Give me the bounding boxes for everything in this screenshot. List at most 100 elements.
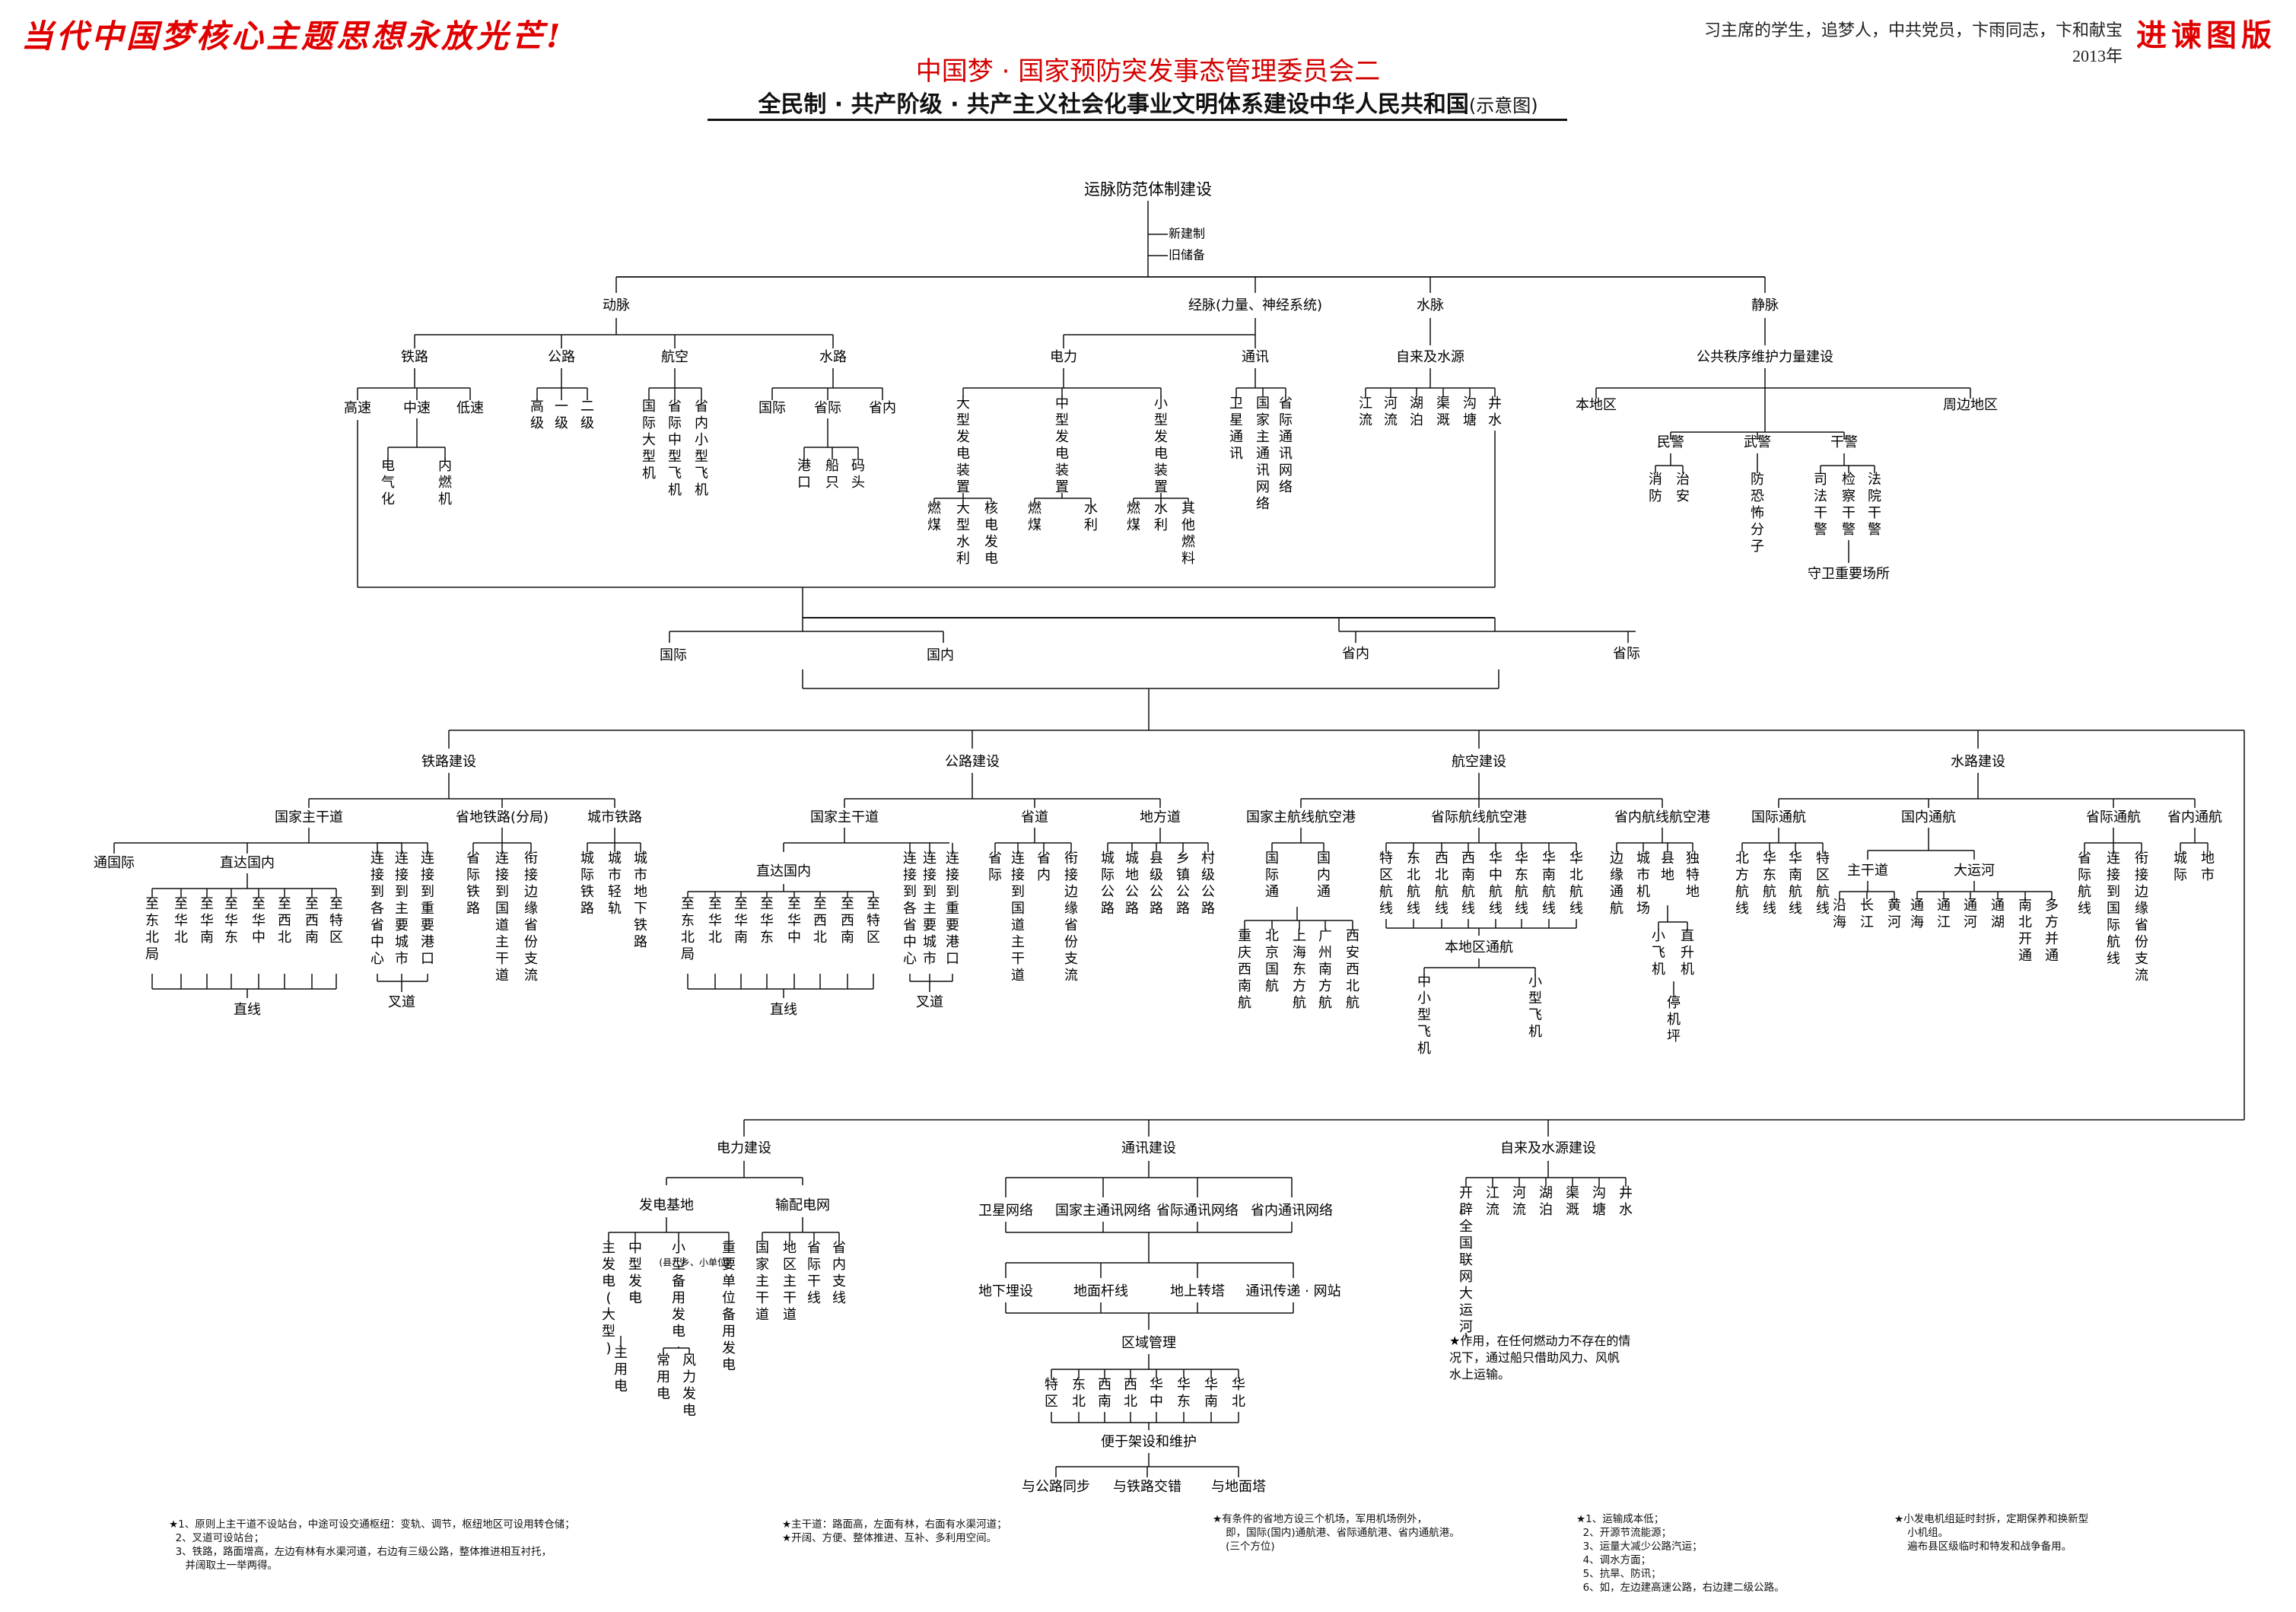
artery-node: 铁路 — [401, 349, 428, 365]
water-note: 况下，通过船只借助风力、风帆 — [1449, 1350, 1620, 1365]
police-duty: 检察干警 — [1842, 472, 1856, 538]
note-4: ★1、运输成本低； 2、开源节流能源； 3、运量大减少公路汽运； 4、调水方面；… — [1576, 1513, 1785, 1594]
road-direct: 至东北局 — [681, 896, 695, 962]
power-plant: 重要单位备用发电 — [722, 1240, 736, 1373]
power-fuel: 其他燃料 — [1181, 501, 1195, 567]
water-source: 井水 — [1488, 396, 1502, 428]
road-build-node: 国家主干道 — [810, 809, 879, 825]
water-source-node: 自来及水源 — [1396, 349, 1464, 365]
water-level: 国际 — [758, 400, 786, 416]
power-class: 大型发电装置 — [956, 396, 970, 495]
water-canal: 通海 — [1910, 898, 1924, 930]
road-direct: 至华东 — [760, 896, 774, 946]
page-title: 中国梦 · 国家预防突发事态管理委员会二 — [915, 56, 1381, 87]
power-fuel: 大型水利 — [956, 501, 970, 567]
road-direct-label: 直达国内 — [756, 863, 811, 879]
air-inner: 县地 — [1661, 851, 1674, 883]
comm-network: 国家主通讯网络 — [1055, 1203, 1151, 1219]
air-inner: 城市机场 — [1636, 851, 1650, 917]
scope-node: 国际 — [660, 647, 687, 663]
road-direct: 至西北 — [813, 896, 827, 946]
rail-trunk-node: 直达国内 — [220, 855, 275, 871]
air-plane: 小型飞机 — [1528, 974, 1542, 1040]
road-line-type: 叉道 — [916, 994, 943, 1010]
air-route: 华南航线 — [1542, 851, 1556, 917]
air-plane: 中小型飞机 — [1417, 974, 1431, 1057]
water-port: 码头 — [851, 458, 865, 491]
scope-node: 省际 — [1613, 646, 1640, 662]
comm-medium: 通讯传递 · 网站 — [1245, 1283, 1340, 1299]
power-fuel: 核电发电 — [984, 501, 998, 567]
water-build-node: 国际通航 — [1751, 809, 1806, 825]
road-local: 村级公路 — [1201, 851, 1215, 917]
region-node: 本地区 — [1576, 397, 1617, 413]
rail-power: 电气化 — [381, 458, 395, 507]
water-note: ★作用，在任何燃动力不存在的情 — [1449, 1334, 1630, 1348]
water-project: 河流 — [1512, 1185, 1526, 1218]
rail-power: 内燃机 — [438, 458, 452, 507]
rail-link: 连接到主要城市 — [395, 851, 409, 967]
comm-area: 华中 — [1150, 1377, 1163, 1410]
year-label: 2013年 — [2072, 46, 2123, 65]
rail-direct: 至西北 — [278, 896, 291, 946]
road-direct: 至华南 — [734, 896, 748, 946]
air-route: 西北航线 — [1435, 851, 1449, 917]
rail-build-node: 省地铁路(分局) — [456, 809, 549, 825]
water-note: 水上运输。 — [1449, 1367, 1510, 1381]
comm-region: 区域管理 — [1121, 1335, 1176, 1351]
region-node: 周边地区 — [1943, 397, 1998, 413]
power-use: 主用电 — [614, 1345, 628, 1394]
air-craft: 直升机 — [1681, 928, 1694, 978]
road-link: 连接到重要港口 — [946, 851, 959, 967]
level1-node: 水脉 — [1417, 297, 1444, 313]
police-type: 干警 — [1830, 434, 1858, 450]
road-direct: 至西南 — [841, 896, 854, 946]
rail-build-node: 国家主干道 — [275, 809, 343, 825]
power-build-node: 输配电网 — [775, 1197, 830, 1213]
rail-province: 省际铁路 — [466, 851, 480, 917]
comm-area: 华东 — [1177, 1377, 1191, 1410]
power-class: 中型发电装置 — [1055, 396, 1069, 495]
airline: 上海东方航 — [1293, 928, 1306, 1011]
water-source: 沟塘 — [1463, 396, 1477, 428]
artery-node: 公路 — [548, 349, 575, 365]
power-use: 常用电 — [657, 1353, 670, 1402]
water-source: 江流 — [1359, 396, 1372, 428]
water-province: 衔接边缘省份支流 — [2135, 851, 2148, 984]
air-inner: 独特地 — [1686, 851, 1700, 900]
comm-maintain: 便于架设和维护 — [1101, 1434, 1197, 1450]
title-rule — [708, 119, 1567, 121]
meridian-node: 通讯 — [1242, 349, 1269, 365]
air-route: 华东航线 — [1515, 851, 1528, 917]
air-pad: 停机坪 — [1667, 995, 1681, 1044]
road-link: 连接到主要城市 — [923, 851, 937, 967]
police-duty: 法院干警 — [1868, 472, 1881, 538]
air-class: 国际大型机 — [642, 399, 656, 482]
road-direct: 至华北 — [708, 896, 722, 946]
comm-sync: 与铁路交错 — [1113, 1479, 1181, 1495]
air-route: 华北航线 — [1569, 851, 1583, 917]
air-class: 省内小型飞机 — [695, 399, 708, 498]
comm-type: 省际通讯网络 — [1279, 396, 1293, 495]
note-3: ★有条件的省地方设三个机场，军用机场例外， 即，国际(国内)通航港、省际通航港、… — [1213, 1513, 1460, 1553]
water-project: 江流 — [1486, 1185, 1499, 1218]
public-order-node: 公共秩序维护力量建设 — [1697, 349, 1833, 365]
infra-node: 电力建设 — [717, 1140, 771, 1156]
power-class: 小型发电装置 — [1154, 396, 1168, 495]
water-source: 渠溉 — [1436, 396, 1450, 428]
police-duty: 司法干警 — [1814, 472, 1827, 538]
water-source: 河流 — [1384, 396, 1398, 428]
power-plant: 中型发电 — [628, 1240, 642, 1306]
water-port: 船只 — [825, 458, 839, 491]
rail-speed: 高速 — [344, 400, 371, 416]
air-route: 华中航线 — [1489, 851, 1503, 917]
subtitle-note: (示意图) — [1468, 95, 1538, 116]
power-plant: 主发电(大型) — [602, 1240, 615, 1356]
power-grid: 国家主干道 — [755, 1240, 769, 1323]
rail-direct: 至华南 — [200, 896, 214, 946]
subtitle-text: 全民制 · 共产阶级 · 共产主义社会化事业文明体系建设中华人民共和国 — [758, 91, 1469, 118]
comm-network: 省际通讯网络 — [1156, 1203, 1239, 1219]
rail-line-type: 叉道 — [388, 994, 415, 1010]
water-route: 特区航线 — [1816, 851, 1830, 917]
